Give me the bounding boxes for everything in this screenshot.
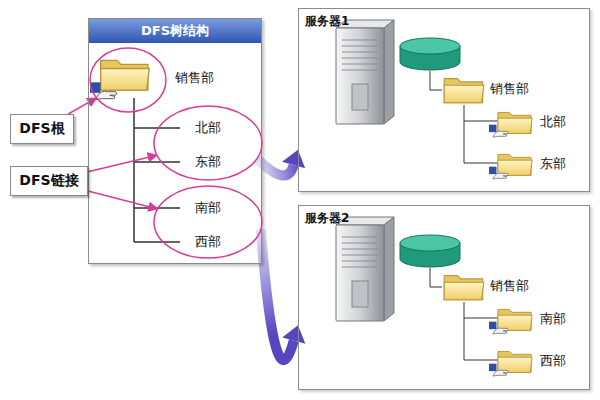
callout-label: DFS链接	[19, 172, 78, 190]
callout-label: DFS根	[19, 120, 64, 138]
server-title: 服务器1	[305, 12, 349, 30]
root-label: 销售部	[175, 69, 214, 87]
share-ellipse: 南部西部	[153, 185, 263, 259]
link-label: 北部	[153, 119, 263, 137]
pointer-line	[88, 191, 158, 209]
transfer-arrow	[261, 229, 294, 360]
share-ellipse: 销售部	[89, 47, 167, 113]
callout-box: DFS链接	[10, 166, 88, 196]
folder-label: 销售部	[490, 80, 529, 98]
transfer-arrow	[257, 159, 294, 176]
link-label: 东部	[153, 153, 263, 171]
folder-label: 北部	[540, 113, 566, 131]
connector	[88, 191, 158, 209]
folder-label: 销售部	[490, 277, 529, 295]
panel-title: DFS树结构	[89, 19, 261, 43]
ellipse-outline	[153, 105, 263, 181]
panel-box: DFS树结构销售部北部东部南部西部	[88, 18, 262, 264]
connector	[68, 98, 96, 114]
link-label: 西部	[153, 233, 263, 251]
connector	[88, 155, 157, 171]
pointer-line	[68, 98, 96, 114]
ellipse-outline	[89, 47, 167, 113]
folder-label: 南部	[540, 310, 566, 328]
link-label: 南部	[153, 199, 263, 217]
folder-label: 东部	[540, 155, 566, 173]
folder-label: 西部	[540, 352, 566, 370]
server-title: 服务器2	[305, 209, 349, 227]
share-ellipse: 北部东部	[153, 105, 263, 181]
callout-box: DFS根	[10, 114, 74, 144]
pointer-line	[88, 155, 157, 171]
